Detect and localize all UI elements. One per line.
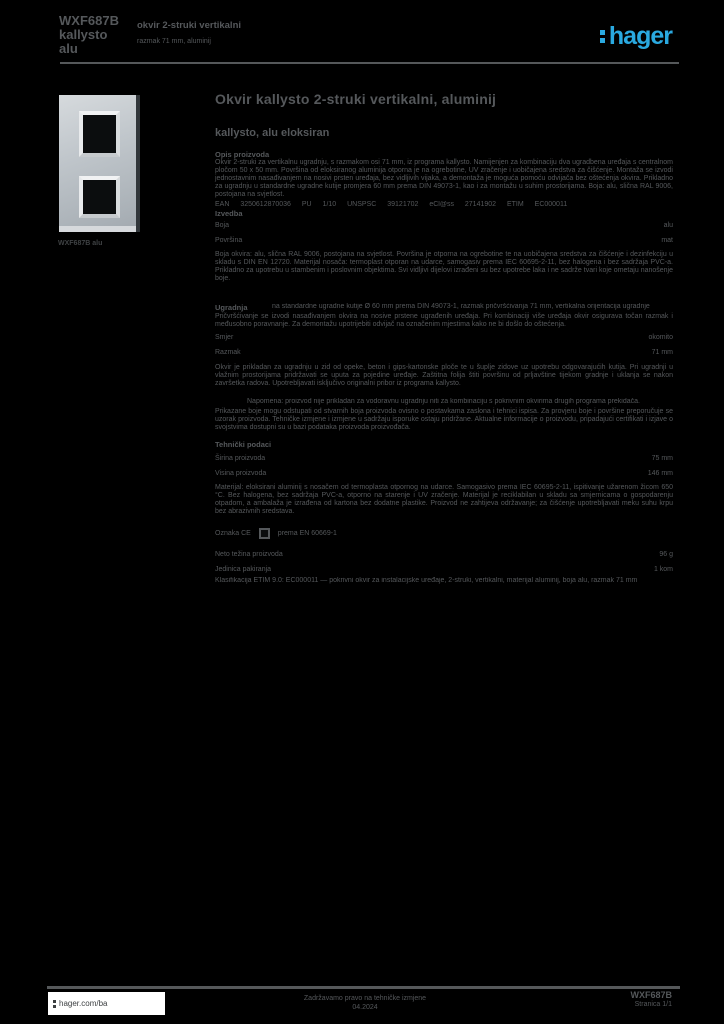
product-finish: alu [59, 41, 78, 56]
spec-row: Razmak 71 mm [215, 349, 673, 357]
spec-value: mat [661, 237, 673, 244]
website-url[interactable]: hager.com/ba [59, 999, 108, 1008]
spec-label: Površina [215, 237, 243, 244]
section-heading-mounting: Ugradnja [215, 303, 248, 312]
mounting-intro-line: na standardne ugradne kutije Ø 60 mm pre… [272, 303, 650, 310]
product-reference-block: WXF687B kallysto alu [59, 14, 119, 56]
description-meta-line: EAN 3250612870036 PU 1/10 UNSPSC 3912170… [215, 201, 568, 208]
spec-value: 96 g [659, 551, 673, 558]
spec-value: 146 mm [647, 470, 673, 477]
hager-colon-icon [53, 999, 56, 1008]
footer-disclaimer: Zadržavamo pravo na tehničke izmjene [303, 995, 427, 1002]
spec-label: Visina proizvoda [215, 470, 267, 477]
spec-label: Razmak [215, 349, 241, 356]
spec-value: 75 mm [651, 455, 673, 462]
footer-divider [47, 986, 680, 989]
spec-value: 1 kom [653, 566, 673, 573]
frame-opening-top [79, 111, 120, 157]
description-paragraph: Okvir 2-struki za vertikalnu ugradnju, s… [215, 159, 673, 198]
product-photo-caption: WXF687B alu [58, 240, 103, 247]
ce-value: prema EN 60669-1 [277, 529, 337, 537]
product-range: kallysto [59, 27, 108, 42]
mounting-note-line: Napomena: proizvod nije prikladan za vod… [247, 398, 640, 405]
spec-row: Površina mat [215, 237, 673, 245]
hager-logo-dots-icon [599, 30, 605, 43]
spec-value: alu [663, 222, 673, 229]
section-heading-description: Opis proizvoda [215, 150, 270, 159]
spec-value: 71 mm [651, 349, 673, 356]
footer-reference: WXF687B [630, 990, 672, 1000]
frame-opening-bottom [79, 176, 120, 218]
spec-value: okomito [648, 334, 673, 341]
finish-paragraph: Boja okvira: alu, slična RAL 9006, posto… [215, 251, 673, 282]
ce-label: Oznaka CE [215, 529, 251, 537]
product-reference: WXF687B [59, 13, 119, 28]
checkbox-icon [258, 528, 270, 539]
product-short-description: okvir 2-struki vertikalni [137, 20, 242, 31]
header-divider [60, 62, 679, 64]
spec-label: Jedinica pakiranja [215, 566, 272, 573]
ce-mark-row: Oznaka CE prema EN 60669-1 [215, 528, 673, 539]
spec-row: Jedinica pakiranja 1 kom [215, 566, 673, 574]
section-heading-finish: Izvedba [215, 209, 243, 218]
spec-label: Boja [215, 222, 230, 229]
material-paragraph: Materijal: eloksirani aluminij s nosačem… [215, 484, 673, 515]
spec-label: Neto težina proizvoda [215, 551, 283, 558]
section-heading-technical: Tehnički podaci [215, 440, 272, 449]
spec-row: Širina proizvoda 75 mm [215, 455, 673, 463]
mounting-paragraph-2: Okvir je prikladan za ugradnju u zid od … [215, 364, 673, 387]
mounting-paragraph-3: Prikazane boje mogu odstupati od stvarni… [215, 408, 673, 431]
hager-logo: hager [599, 22, 673, 50]
product-photo [59, 95, 140, 232]
footer-center-text: Zadržavamo pravo na tehničke izmjene 04.… [215, 994, 515, 1012]
spec-row: Neto težina proizvoda 96 g [215, 551, 673, 559]
spec-row: Visina proizvoda 146 mm [215, 470, 673, 478]
website-link[interactable]: hager.com/ba [48, 992, 165, 1015]
footer-right-text: WXF687B Stranica 1/1 [630, 990, 672, 1009]
hager-logo-text: hager [608, 22, 673, 50]
footer-page-number: Stranica 1/1 [634, 1001, 672, 1008]
mounting-paragraph-1: Pričvršćivanje se izvodi nasađivanjem ok… [215, 313, 673, 328]
page-title: Okvir kallysto 2-struki vertikalni, alum… [215, 91, 497, 107]
page-subtitle: kallysto, alu eloksiran [215, 127, 330, 139]
spec-row: Boja alu [215, 222, 673, 230]
footer-date: 04.2024 [352, 1004, 378, 1011]
spec-label: Širina proizvoda [215, 455, 266, 462]
etim-classification-line: Klasifikacija ETIM 9.0: EC000011 — pokri… [215, 577, 638, 584]
spec-row: Smjer okomito [215, 334, 673, 342]
product-sub-description: razmak 71 mm, aluminij [137, 38, 211, 45]
spec-label: Smjer [215, 334, 234, 341]
